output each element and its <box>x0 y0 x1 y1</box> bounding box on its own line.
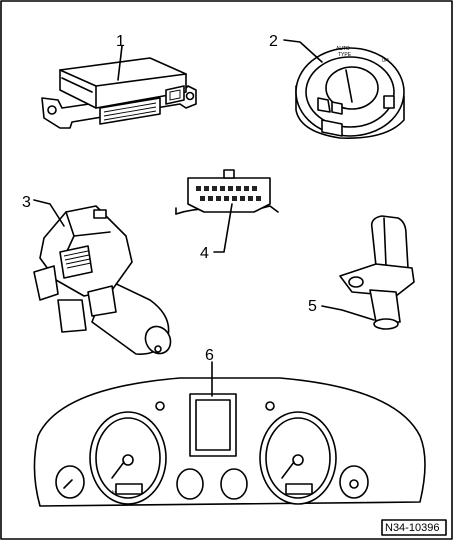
callout-3-label: 3 <box>22 194 31 211</box>
callout-4-label: 4 <box>200 245 209 262</box>
switch-off-label: 0/4 <box>382 58 389 64</box>
reference-code-label: N34-10396 <box>385 522 439 534</box>
light-switch-illustration: AUTO TYPE 0/4 <box>283 39 405 139</box>
callout-2-label: 2 <box>269 33 278 50</box>
reference-code-box <box>381 519 447 536</box>
speed-sensor-illustration <box>321 215 415 330</box>
callout-6-label: 6 <box>205 347 214 364</box>
diagnostic-connector-illustration <box>175 169 279 253</box>
ignition-lock-illustration <box>33 199 172 355</box>
callout-5-label: 5 <box>308 298 317 315</box>
callout-1-label: 1 <box>116 33 125 50</box>
control-module-illustration <box>41 45 197 129</box>
switch-auto-label: AUTO <box>336 46 350 52</box>
switch-type-label: TYPE <box>338 52 352 58</box>
instrument-cluster-illustration: km/h <box>33 361 426 507</box>
